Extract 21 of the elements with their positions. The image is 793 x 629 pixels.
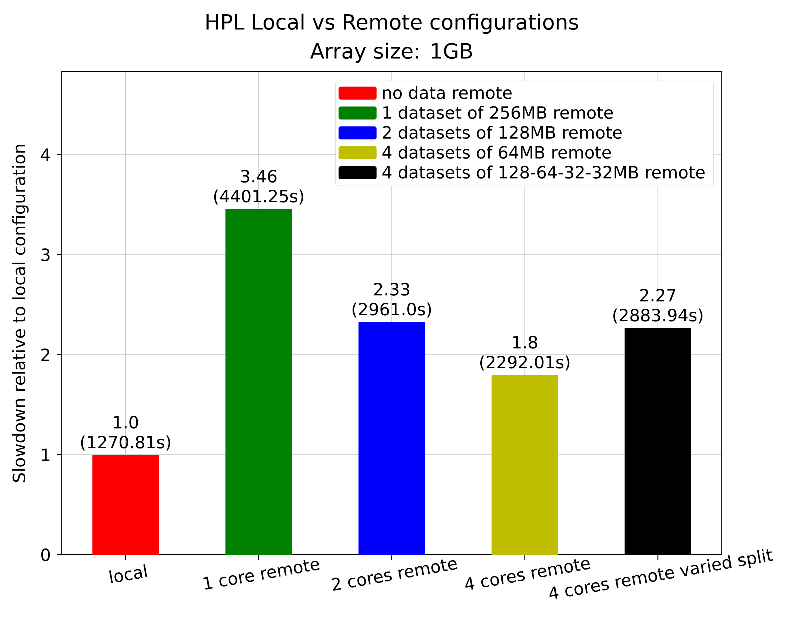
legend-label: no data remote	[383, 86, 512, 100]
legend-label: 4 datasets of 128-64-32-32MB remote	[382, 166, 705, 179]
y-axis-title: Slowdown relative to local configuration	[12, 145, 29, 482]
y-tick-label: 2	[42, 348, 50, 362]
value-label: 2.27 (2883.94s)	[614, 289, 703, 324]
value-label: 2.33 (2961.0s)	[352, 283, 432, 318]
chart-title: HPL Local vs Remote configurations	[206, 14, 578, 34]
chart-subtitle: Array size: 1GB	[310, 42, 472, 64]
x-tick-label: 2 cores remote	[332, 560, 458, 591]
y-tick-label: 1	[42, 448, 50, 462]
legend-label: 1 dataset of 256MB remote	[384, 106, 614, 120]
x-tick-label: 1 core remote	[204, 560, 320, 590]
y-tick-label: 3	[42, 248, 50, 262]
legend-label: 2 datasets of 128MB remote	[383, 126, 622, 140]
legend-label: 4 datasets of 64MB remote	[382, 146, 612, 159]
y-tick-label: 4	[41, 148, 50, 162]
y-tick-label: 0	[41, 548, 50, 562]
value-label: 3.46 (4401.25s)	[214, 170, 304, 205]
value-label: 1.8 (2292.01s)	[480, 336, 570, 371]
value-label: 1.0 (1270.81s)	[81, 416, 170, 451]
x-tick-label: local	[109, 564, 148, 584]
